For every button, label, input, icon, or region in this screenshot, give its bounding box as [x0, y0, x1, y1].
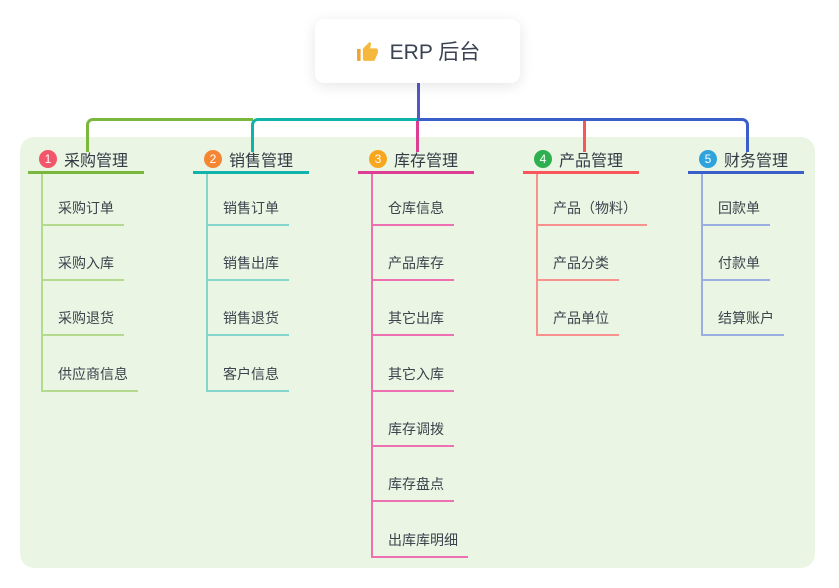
branch-index-badge: 4 — [534, 150, 552, 168]
node-outbound-detail[interactable]: 出库库明细 — [371, 502, 468, 558]
node-product-material[interactable]: 产品（物料） — [536, 174, 647, 226]
node-supplier-info[interactable]: 供应商信息 — [41, 336, 138, 392]
branch-title: 库存管理 — [394, 153, 459, 170]
branch-child-connector — [701, 174, 703, 336]
connector-drop-product — [583, 121, 586, 152]
branch-title: 财务管理 — [724, 153, 789, 170]
branch-children: 回款单 付款单 结算账户 — [701, 174, 804, 337]
branch-child-connector — [206, 174, 208, 392]
branch-finance-header[interactable]: 5 财务管理 — [688, 149, 804, 174]
connector-elbow-finance — [418, 118, 749, 152]
node-stock-check[interactable]: 库存盘点 — [371, 447, 454, 503]
branch-sales-header[interactable]: 2 销售管理 — [193, 149, 309, 174]
connector-elbow-sales — [251, 118, 418, 152]
branch-child-connector — [536, 174, 538, 336]
branch-index-badge: 5 — [699, 150, 717, 168]
node-sales-order[interactable]: 销售订单 — [206, 174, 289, 226]
connector-root-stem — [417, 82, 420, 121]
branch-finance: 5 财务管理 回款单 付款单 结算账户 — [688, 149, 804, 337]
node-warehouse-info[interactable]: 仓库信息 — [371, 174, 454, 226]
node-product-stock[interactable]: 产品库存 — [371, 226, 454, 281]
node-product-unit[interactable]: 产品单位 — [536, 281, 619, 337]
node-sales-outbound[interactable]: 销售出库 — [206, 226, 289, 281]
branch-child-connector — [41, 174, 43, 392]
thumbs-up-icon — [355, 39, 380, 64]
root-title: ERP 后台 — [389, 41, 481, 64]
branch-title: 销售管理 — [229, 153, 294, 170]
branch-sales: 2 销售管理 销售订单 销售出库 销售退货 客户信息 — [193, 149, 309, 392]
branch-product: 4 产品管理 产品（物料） 产品分类 产品单位 — [523, 149, 647, 337]
branch-children: 采购订单 采购入库 采购退货 供应商信息 — [41, 174, 144, 392]
branch-product-header[interactable]: 4 产品管理 — [523, 149, 639, 174]
branch-title: 采购管理 — [64, 153, 129, 170]
branch-inventory-header[interactable]: 3 库存管理 — [358, 149, 474, 174]
branch-title: 产品管理 — [559, 153, 624, 170]
node-payment-doc[interactable]: 付款单 — [701, 226, 770, 281]
branch-children: 产品（物料） 产品分类 产品单位 — [536, 174, 647, 337]
node-purchase-order[interactable]: 采购订单 — [41, 174, 124, 226]
connector-drop-inventory — [416, 121, 419, 152]
branch-purchase-header[interactable]: 1 采购管理 — [28, 149, 144, 174]
node-product-category[interactable]: 产品分类 — [536, 226, 619, 281]
node-purchase-inbound[interactable]: 采购入库 — [41, 226, 124, 281]
node-customer-info[interactable]: 客户信息 — [206, 336, 289, 392]
branch-child-connector — [371, 174, 373, 558]
branch-children: 销售订单 销售出库 销售退货 客户信息 — [206, 174, 309, 392]
branch-purchase: 1 采购管理 采购订单 采购入库 采购退货 供应商信息 — [28, 149, 144, 392]
node-stock-transfer[interactable]: 库存调拨 — [371, 392, 454, 448]
branch-inventory: 3 库存管理 仓库信息 产品库存 其它出库 其它入库 库存调拨 库存盘点 出库库… — [358, 149, 474, 558]
node-other-inbound[interactable]: 其它入库 — [371, 336, 454, 392]
mindmap-canvas — [20, 137, 815, 568]
node-purchase-return[interactable]: 采购退货 — [41, 281, 124, 337]
branch-index-badge: 2 — [204, 150, 222, 168]
root-node[interactable]: ERP 后台 — [315, 19, 520, 83]
node-receipt-doc[interactable]: 回款单 — [701, 174, 770, 226]
node-settlement-account[interactable]: 结算账户 — [701, 281, 784, 337]
branch-index-badge: 3 — [369, 150, 387, 168]
branch-index-badge: 1 — [39, 150, 57, 168]
branch-children: 仓库信息 产品库存 其它出库 其它入库 库存调拨 库存盘点 出库库明细 — [371, 174, 474, 558]
connector-elbow-purchase — [86, 118, 253, 152]
node-other-outbound[interactable]: 其它出库 — [371, 281, 454, 337]
node-sales-return[interactable]: 销售退货 — [206, 281, 289, 337]
